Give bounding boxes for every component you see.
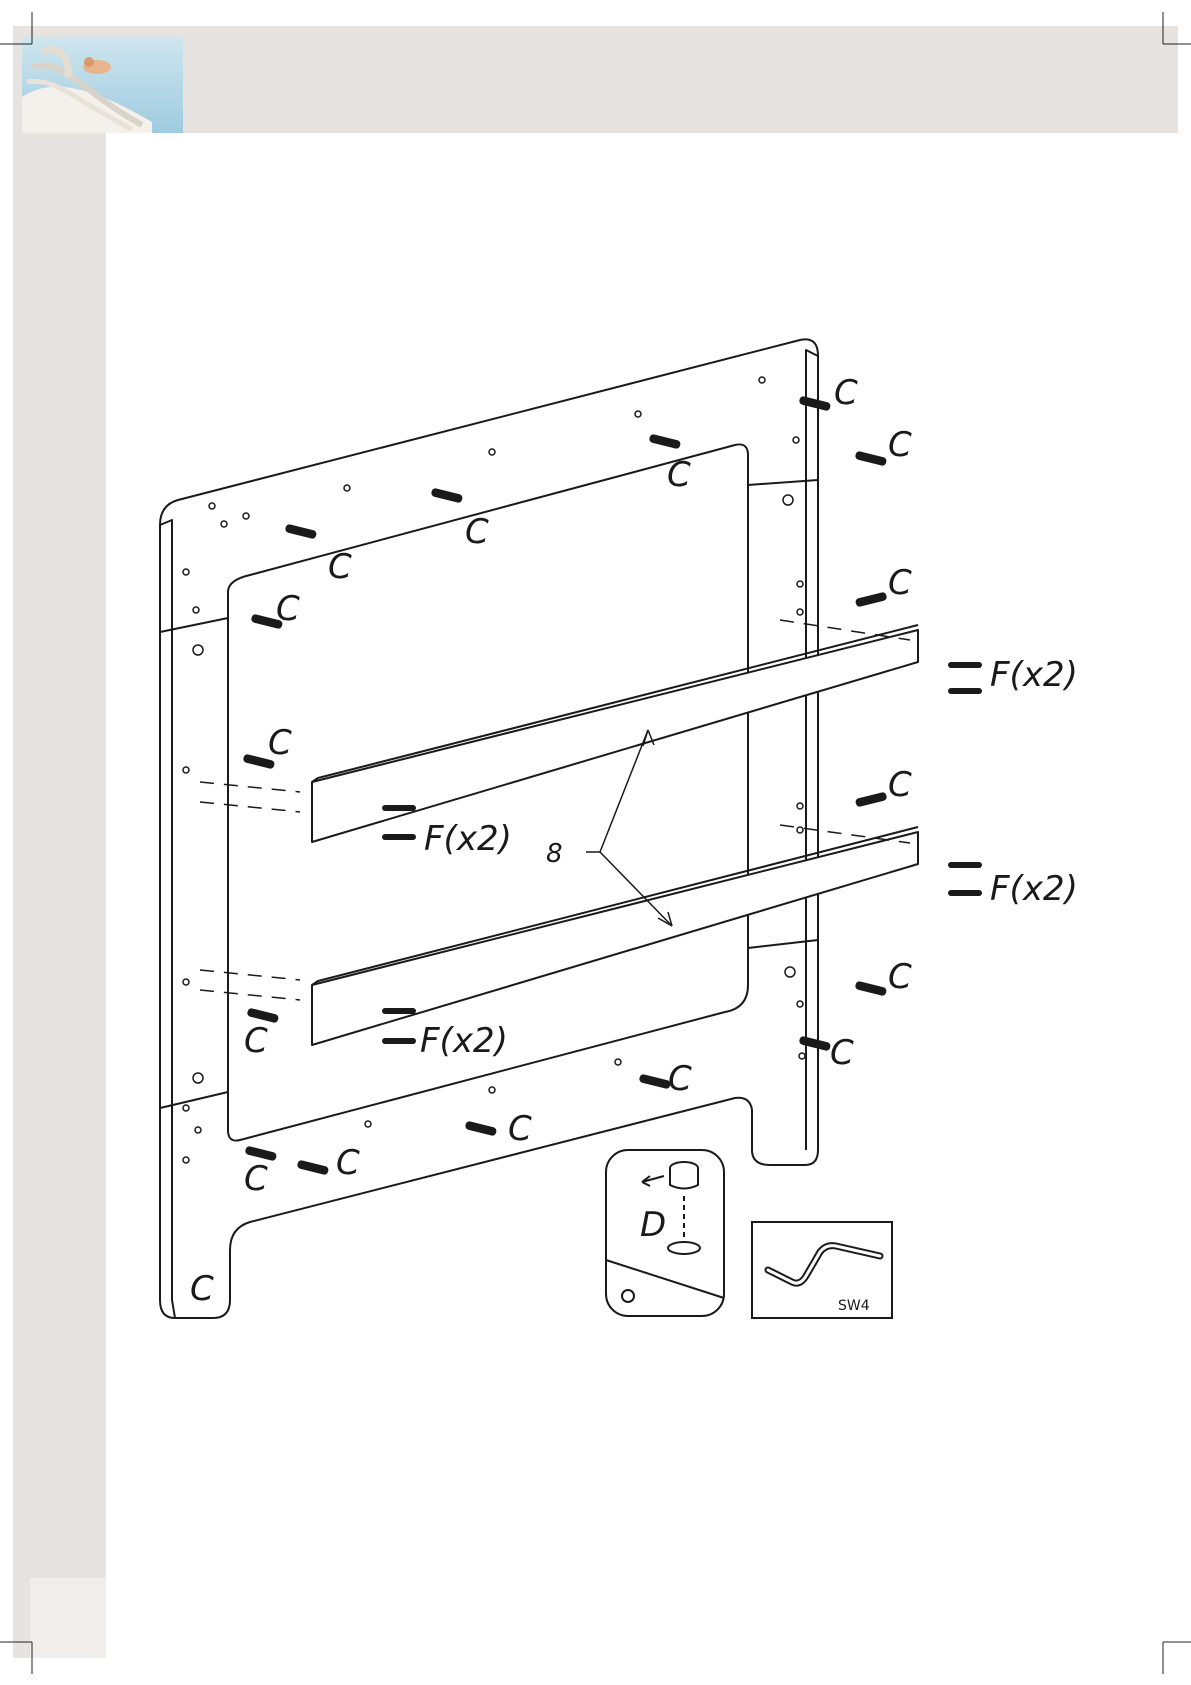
label-dowel: C <box>244 1021 268 1061</box>
label-dowel: C <box>465 512 489 552</box>
label-dowel: C <box>336 1143 360 1183</box>
label-dowel: C <box>244 1159 268 1199</box>
label-dowel: C <box>667 455 691 495</box>
label-tool-code: SW4 <box>838 1298 870 1314</box>
label-screw: F(x2) <box>424 819 512 859</box>
tool-detail <box>752 1222 892 1318</box>
label-dowel: C <box>888 425 912 465</box>
label-dowel: C <box>834 373 858 413</box>
label-dowel: C <box>888 957 912 997</box>
label-dowel: C <box>276 589 300 629</box>
label-dowel: C <box>268 723 292 763</box>
label-dowel: C <box>508 1109 532 1149</box>
label-rail: 8 <box>546 839 563 869</box>
label-dowel: C <box>830 1033 854 1073</box>
label-dowel: C <box>888 765 912 805</box>
label-screw: F(x2) <box>990 655 1078 695</box>
label-dowel: C <box>190 1269 214 1309</box>
label-dowel: C <box>888 563 912 603</box>
label-dowel: C <box>328 547 352 587</box>
label-screw: F(x2) <box>420 1021 508 1061</box>
label-dowel: C <box>668 1059 692 1099</box>
label-cam-nut: D <box>640 1205 666 1245</box>
label-screw: F(x2) <box>990 869 1078 909</box>
